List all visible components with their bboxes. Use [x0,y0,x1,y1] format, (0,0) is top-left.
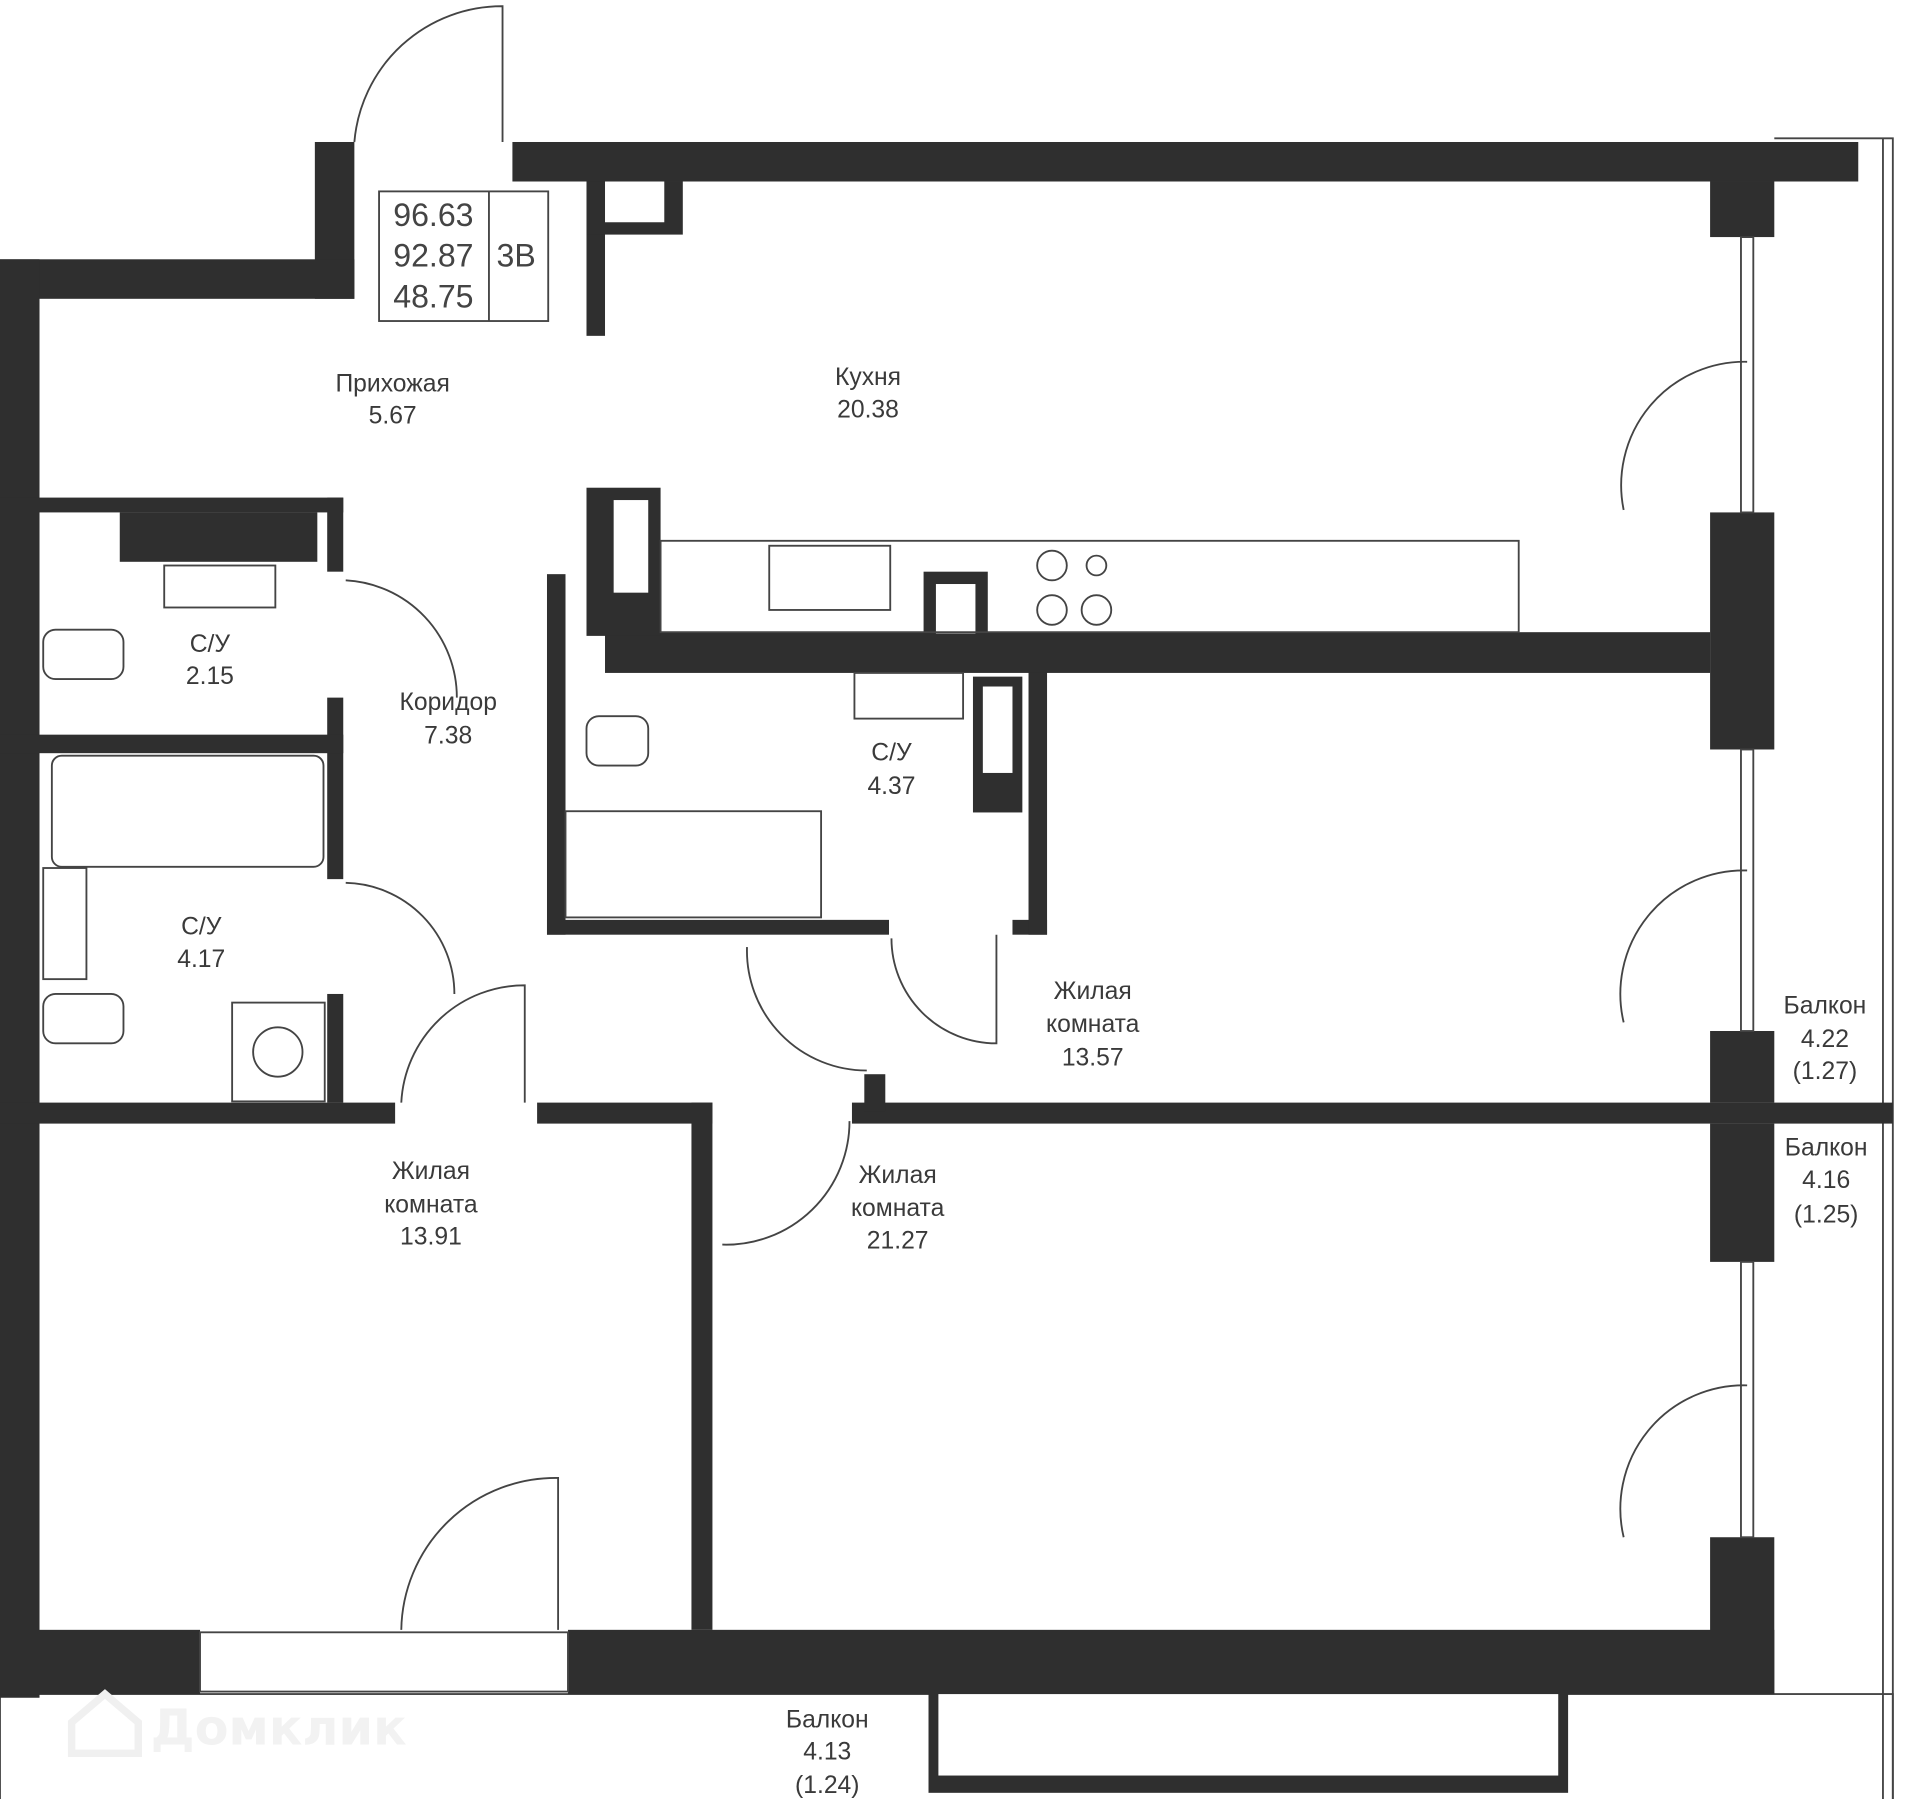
total-area: 96.63 [393,197,473,233]
area-no-balcony: 92.87 [393,238,473,274]
room-name: комната [384,1192,478,1219]
room-name: Жилая [392,1158,470,1185]
walls [0,141,1893,1698]
balcony-name: Балкон [1785,1135,1868,1162]
room-name: Жилая [859,1162,937,1189]
room-area: 13.91 [400,1224,462,1251]
fixtures [42,5,1755,1693]
room-area: 13.57 [1062,1045,1124,1072]
apartment-info-box: 96.63 92.87 48.75 3В [378,190,550,322]
watermark-logo: Домклик [67,1689,407,1758]
room-name: комната [851,1195,945,1222]
balcony-reduced-area: (1.25) [1794,1201,1859,1228]
living-area: 48.75 [393,278,473,314]
watermark-text: Домклик [151,1699,407,1757]
room-area: 2.15 [186,663,234,690]
room-name: С/У [871,740,912,767]
room-area: 21.27 [867,1227,929,1254]
balcony-outlines [0,137,1894,1799]
balcony-reduced-area: (1.24) [795,1772,860,1799]
balcony-reduced-area: (1.27) [1793,1058,1858,1085]
balcony-name: Балкон [1784,993,1867,1020]
balcony-name: Балкон [786,1706,869,1733]
room-labels: Прихожая 5.67 Кухня 20.38 С/У 2.15 Корид… [177,364,1867,1799]
room-name: Коридор [399,689,497,716]
balcony-area: 4.16 [1802,1167,1850,1194]
room-name: С/У [190,631,231,658]
room-area: 5.67 [369,403,417,430]
room-area: 20.38 [837,396,899,423]
room-name: комната [1046,1011,1140,1038]
room-area: 4.17 [177,946,225,973]
balcony-area: 4.13 [803,1738,851,1765]
room-name: Жилая [1054,978,1132,1005]
room-area: 7.38 [424,722,472,749]
balcony-area: 4.22 [1801,1026,1849,1053]
room-area: 4.37 [867,773,915,800]
room-name: С/У [181,914,222,941]
apartment-type: 3В [496,238,535,274]
room-name: Кухня [835,364,901,391]
room-name: Прихожая [335,370,449,397]
